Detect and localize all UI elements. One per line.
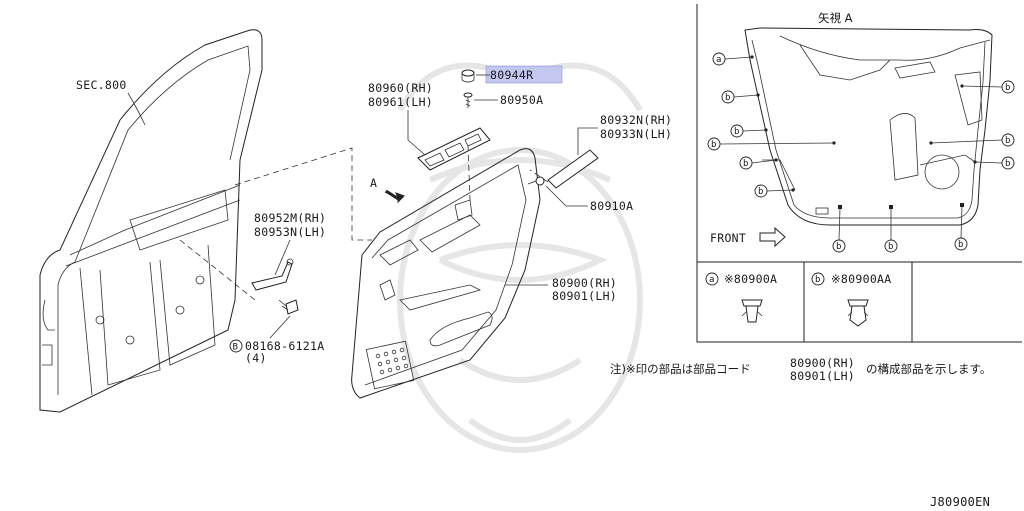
marker-b: b — [730, 124, 768, 138]
callout-bracket-lh: 80953N(LH) — [254, 225, 326, 239]
marker-b: b — [954, 203, 968, 251]
marker-b: b — [832, 205, 846, 253]
view-arrow-shaft — [385, 189, 401, 202]
clip-leader — [545, 185, 588, 207]
cap-part — [461, 69, 475, 83]
front-arrow-icon — [759, 226, 786, 248]
switch-leader — [407, 110, 426, 156]
callout-clip: 80910A — [590, 199, 633, 213]
callout-strip-lh: 80933N(LH) — [600, 127, 672, 141]
callout-strip-rh: 80932N(RH) — [600, 113, 672, 127]
bracket-part — [251, 258, 294, 291]
clip-a-icon — [741, 299, 763, 323]
bolt-part — [278, 299, 299, 315]
svg-text:b: b — [888, 242, 893, 252]
view-a-trim-outline — [744, 27, 993, 226]
strip-projection — [529, 169, 549, 183]
view-a-border — [696, 4, 1022, 343]
svg-text:b: b — [1005, 83, 1010, 93]
bolt-leader — [269, 315, 291, 339]
svg-text:b: b — [725, 93, 730, 103]
switch-projection — [467, 144, 471, 201]
clip-part — [527, 176, 545, 186]
legend-b: b ※80900AA — [811, 272, 892, 327]
front-label: FRONT — [710, 231, 746, 245]
svg-text:b: b — [711, 140, 716, 150]
note-code-lh: 80901(LH) — [790, 369, 855, 383]
marker-b: b — [973, 156, 1015, 170]
door-trim-panel — [351, 148, 541, 399]
svg-text:a: a — [716, 55, 721, 65]
callout-bolt-code: 08168-6121A — [245, 339, 324, 353]
callout-switch-rh: 80960(RH) — [368, 81, 433, 95]
legend-a-badge: a — [709, 275, 714, 285]
callout-trim-rh: 80900(RH) — [552, 276, 617, 290]
marker-b: b — [739, 156, 778, 170]
bracket-leader — [274, 239, 291, 276]
clip-b-icon — [847, 299, 869, 327]
callout-bolt-qty: (4) — [245, 351, 267, 365]
marker-b: b — [707, 137, 836, 151]
callout-screw: 80950A — [500, 93, 543, 107]
svg-text:b: b — [758, 187, 763, 197]
marker-b: b — [754, 184, 795, 198]
callout-switch-lh: 80961(LH) — [368, 95, 433, 109]
callout-trim-lh: 80901(LH) — [552, 289, 617, 303]
marker-b: b — [884, 205, 898, 253]
bolt-badge-circle — [229, 339, 243, 353]
svg-text:b: b — [734, 127, 739, 137]
screw-part — [463, 92, 473, 108]
legend-a: a ※80900A — [705, 272, 777, 323]
section-ref-leader — [127, 92, 146, 126]
note-prefix: 注)※印の部品は部品コード — [610, 362, 751, 376]
bolt-badge-letter: B — [233, 343, 238, 353]
legend-b-part: ※80900AA — [831, 272, 892, 286]
marker-b: b — [960, 80, 1015, 94]
svg-text:b: b — [1005, 136, 1010, 146]
svg-text:b: b — [836, 242, 841, 252]
svg-text:b: b — [743, 159, 748, 169]
svg-text:b: b — [958, 240, 963, 250]
legend-b-badge: b — [815, 275, 820, 285]
callout-cap: 80944R — [490, 68, 533, 82]
callout-bracket-rh: 80952M(RH) — [254, 211, 326, 225]
marker-b: b — [721, 90, 760, 104]
view-a-panel — [696, 4, 1022, 343]
weatherstrip-part — [547, 149, 599, 189]
view-a-markers: a b b b b b b — [707, 52, 1015, 253]
door-frame — [39, 29, 263, 413]
marker-b: b — [929, 133, 1015, 147]
view-arrow-label: A — [370, 176, 377, 190]
projection-line-lower — [179, 239, 256, 301]
note-suffix: の構成部品を示します。 — [866, 362, 991, 376]
view-a-title: 矢視 A — [818, 11, 853, 25]
strip-leader — [577, 127, 598, 155]
svg-text:b: b — [1005, 159, 1010, 169]
section-ref-label: SEC.800 — [76, 78, 127, 92]
power-window-switch-part — [417, 127, 491, 171]
note-code-rh: 80900(RH) — [790, 356, 855, 370]
legend-a-part: ※80900A — [724, 272, 777, 286]
cap-callout-highlight — [485, 65, 563, 84]
diagram-id: J80900EN — [930, 495, 990, 509]
marker-a: a — [712, 52, 754, 66]
projection-line-upper — [234, 147, 372, 241]
